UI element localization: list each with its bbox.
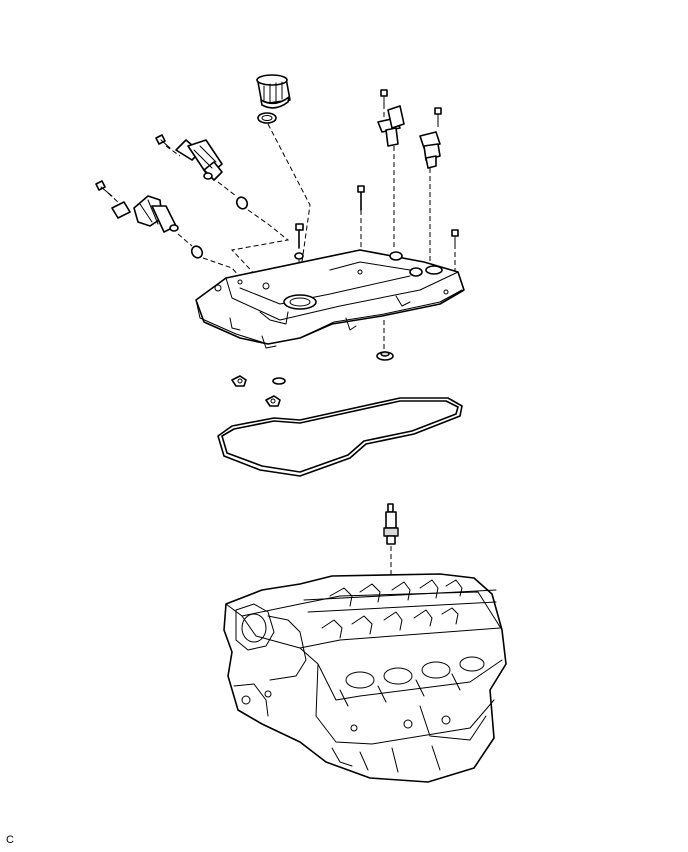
- o-ring-intake: [235, 196, 249, 210]
- o-ring-exhaust: [190, 245, 204, 259]
- stud-bolt: [357, 185, 365, 211]
- bolt-cover-center: [294, 223, 304, 260]
- spark-plug: [383, 503, 399, 545]
- oil-control-valve-intake: [175, 139, 223, 181]
- diagram-code: C: [6, 834, 14, 846]
- bolt-cover-right: [451, 229, 459, 245]
- oil-control-valve-exhaust: [111, 195, 179, 233]
- cylinder-head-cover: [195, 249, 465, 349]
- cover-gasket: [217, 397, 463, 477]
- leader-ocv-upper: [217, 181, 237, 197]
- bolt-ocv-upper: [155, 134, 171, 149]
- cylinder-head-assembly: [223, 573, 507, 783]
- bolt-sensor-1: [380, 89, 388, 105]
- oil-filler-cap-gasket: [257, 112, 277, 124]
- oil-filler-cap: [256, 74, 291, 109]
- spark-plug-tube-gaskets: [231, 375, 286, 407]
- bolt-ocv-lower: [95, 180, 113, 197]
- bolt-sensor-2: [434, 107, 442, 123]
- spark-plug-tube-gasket-right: [376, 351, 394, 361]
- cam-position-sensor-exhaust: [419, 131, 441, 169]
- cam-position-sensor-intake: [377, 105, 405, 147]
- leader-ocv-lower: [177, 233, 193, 247]
